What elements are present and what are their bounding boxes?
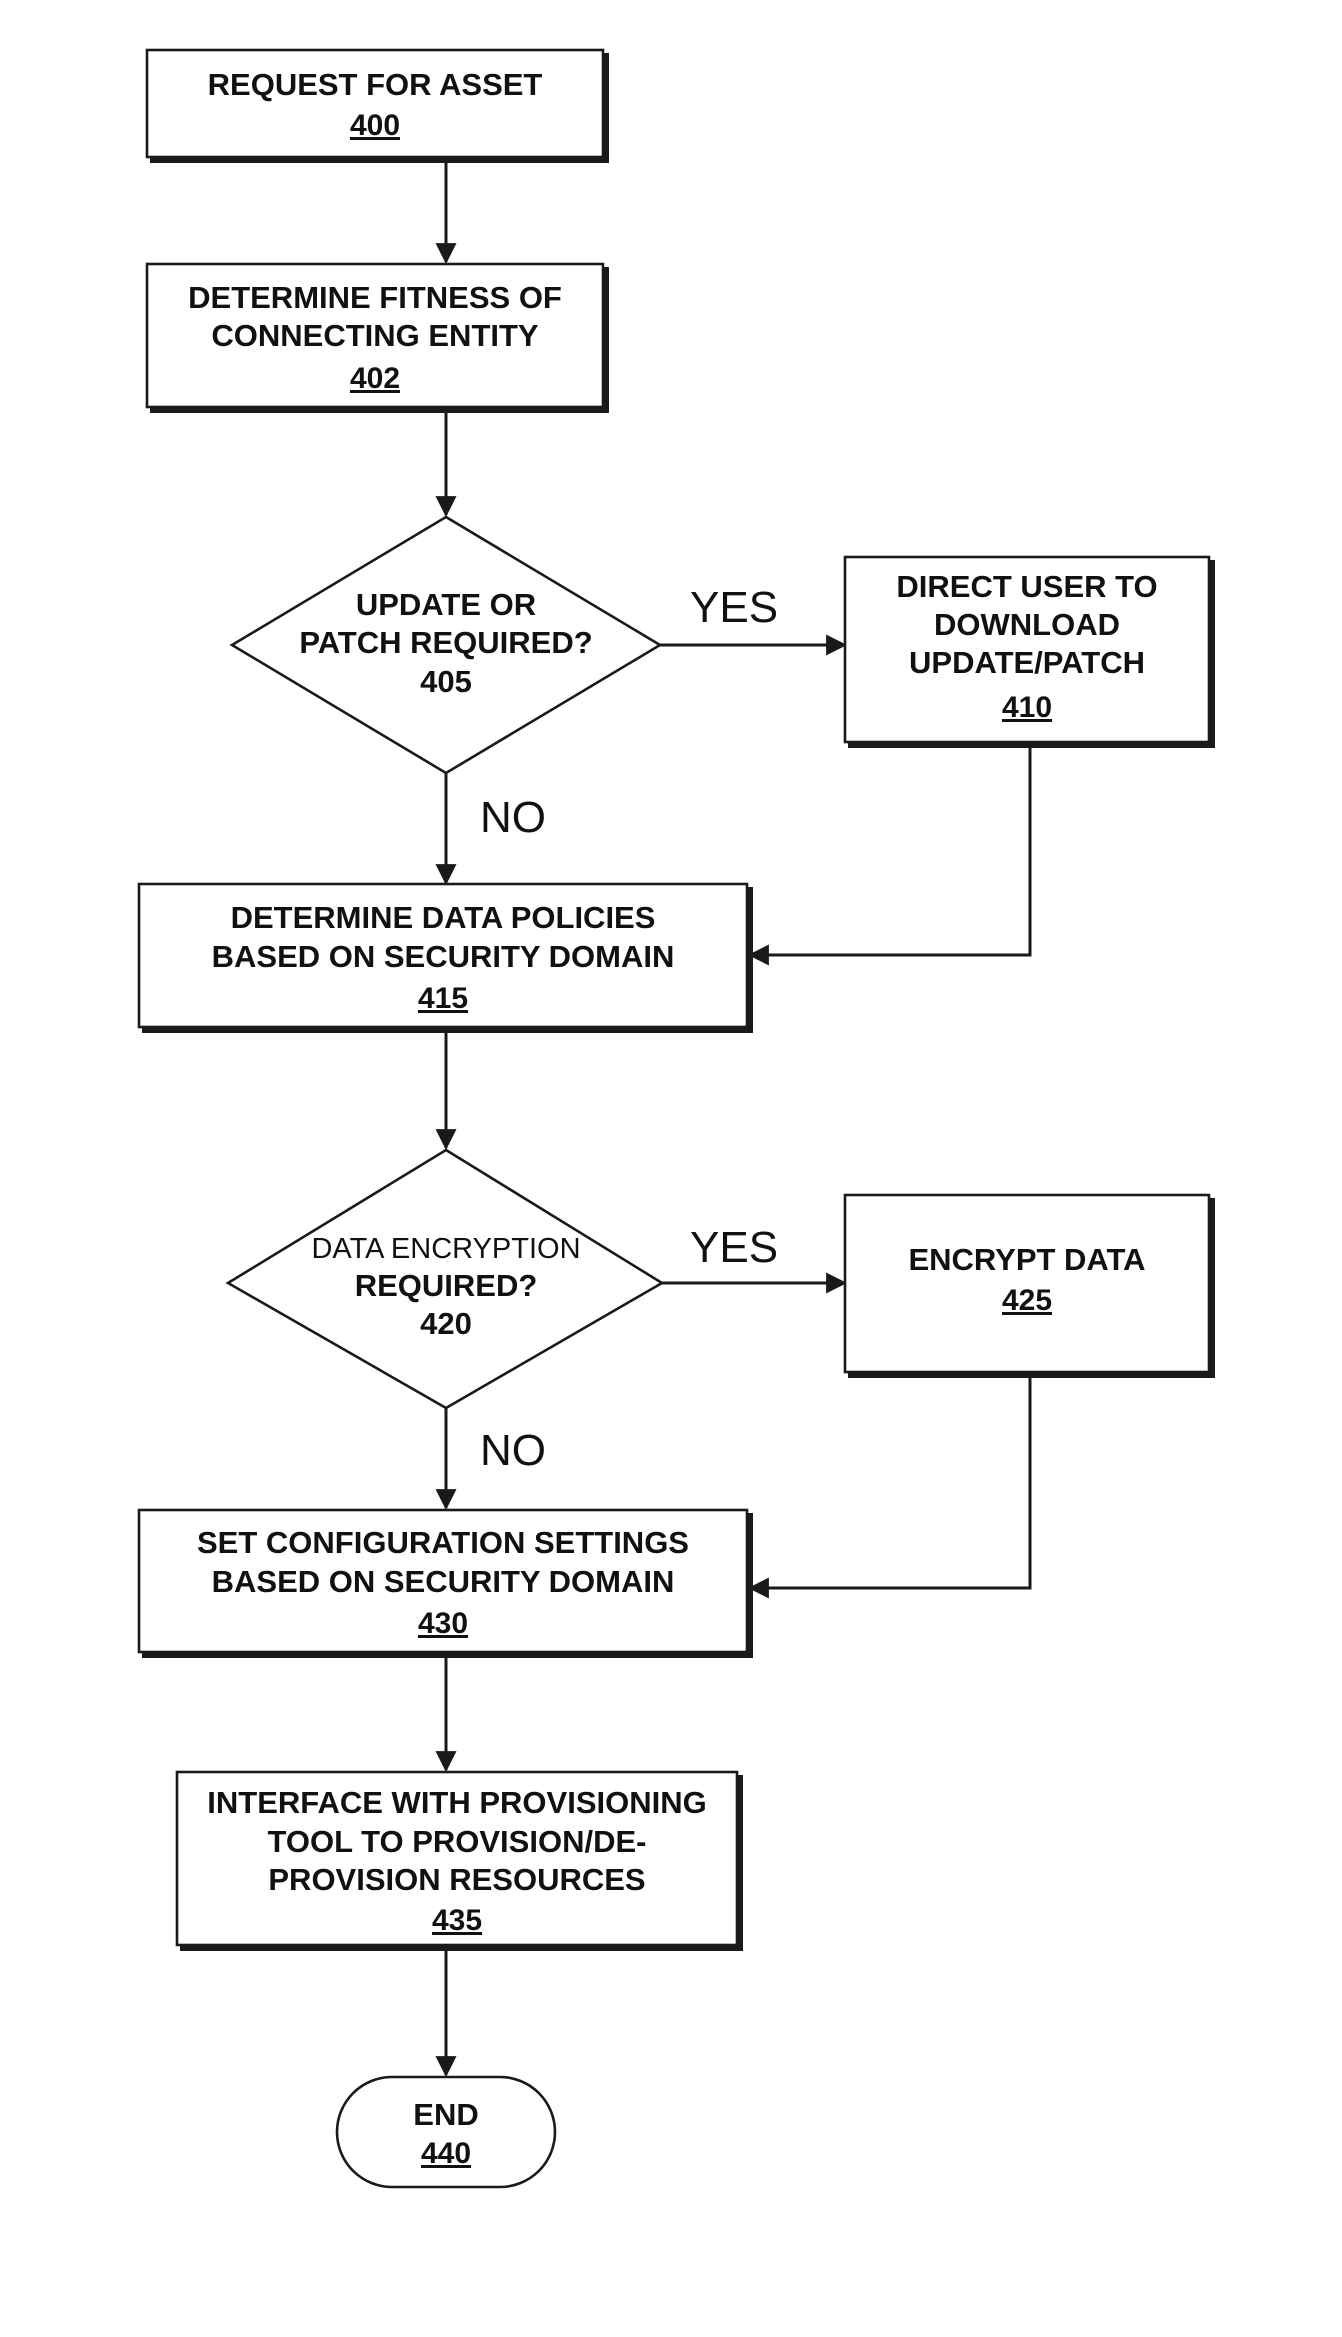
edge-410-to-415	[750, 745, 1030, 955]
edge-label-yes-405: YES	[690, 583, 778, 632]
node-402-line-1: DETERMINE FITNESS OF	[188, 280, 562, 315]
node-410-ref: 410	[1002, 691, 1052, 724]
node-402-line-2: CONNECTING ENTITY	[211, 318, 539, 353]
node-415-ref: 415	[418, 982, 468, 1015]
node-425: ENCRYPT DATA 425	[845, 1195, 1212, 1375]
node-430-line-1: SET CONFIGURATION SETTINGS	[197, 1525, 689, 1560]
node-400: REQUEST FOR ASSET 400	[147, 50, 606, 160]
node-435-ref: 435	[432, 1904, 482, 1937]
node-425-line-1: ENCRYPT DATA	[908, 1242, 1145, 1277]
edge-425-to-430	[750, 1375, 1030, 1588]
node-405-ref: 405	[420, 664, 472, 699]
node-420-line-1: DATA ENCRYPTION	[311, 1233, 580, 1265]
node-435: INTERFACE WITH PROVISIONING TOOL TO PROV…	[177, 1772, 740, 1948]
node-435-line-2: TOOL TO PROVISION/DE-	[268, 1824, 647, 1859]
node-435-line-1: INTERFACE WITH PROVISIONING	[207, 1785, 706, 1820]
node-440-ref: 440	[421, 2137, 471, 2170]
node-405: UPDATE OR PATCH REQUIRED? 405	[232, 517, 660, 773]
node-405-line-2: PATCH REQUIRED?	[299, 625, 592, 660]
node-430-line-2: BASED ON SECURITY DOMAIN	[212, 1564, 675, 1599]
node-420: DATA ENCRYPTION REQUIRED? 420	[228, 1150, 662, 1408]
node-400-line-1: REQUEST FOR ASSET	[208, 67, 543, 102]
node-410-line-2: DOWNLOAD	[934, 607, 1120, 642]
node-415-line-2: BASED ON SECURITY DOMAIN	[212, 939, 675, 974]
node-425-ref: 425	[1002, 1284, 1052, 1317]
node-420-ref: 420	[420, 1306, 472, 1341]
node-410-line-1: DIRECT USER TO	[896, 569, 1157, 604]
node-420-line-2: REQUIRED?	[355, 1268, 538, 1303]
node-440-line-1: END	[413, 2097, 478, 2132]
node-415-line-1: DETERMINE DATA POLICIES	[231, 900, 656, 935]
node-440: END 440	[337, 2077, 555, 2187]
node-405-line-1: UPDATE OR	[356, 587, 536, 622]
edge-label-no-405: NO	[480, 793, 546, 842]
node-435-line-3: PROVISION RESOURCES	[268, 1862, 645, 1897]
node-415: DETERMINE DATA POLICIES BASED ON SECURIT…	[139, 884, 750, 1030]
node-402: DETERMINE FITNESS OF CONNECTING ENTITY 4…	[147, 264, 606, 410]
node-430-ref: 430	[418, 1607, 468, 1640]
node-410: DIRECT USER TO DOWNLOAD UPDATE/PATCH 410	[845, 557, 1212, 745]
edge-label-yes-420: YES	[690, 1223, 778, 1272]
edge-label-no-420: NO	[480, 1426, 546, 1475]
node-402-ref: 402	[350, 362, 400, 395]
node-410-line-3: UPDATE/PATCH	[909, 645, 1145, 680]
node-430: SET CONFIGURATION SETTINGS BASED ON SECU…	[139, 1510, 750, 1655]
node-400-ref: 400	[350, 109, 400, 142]
